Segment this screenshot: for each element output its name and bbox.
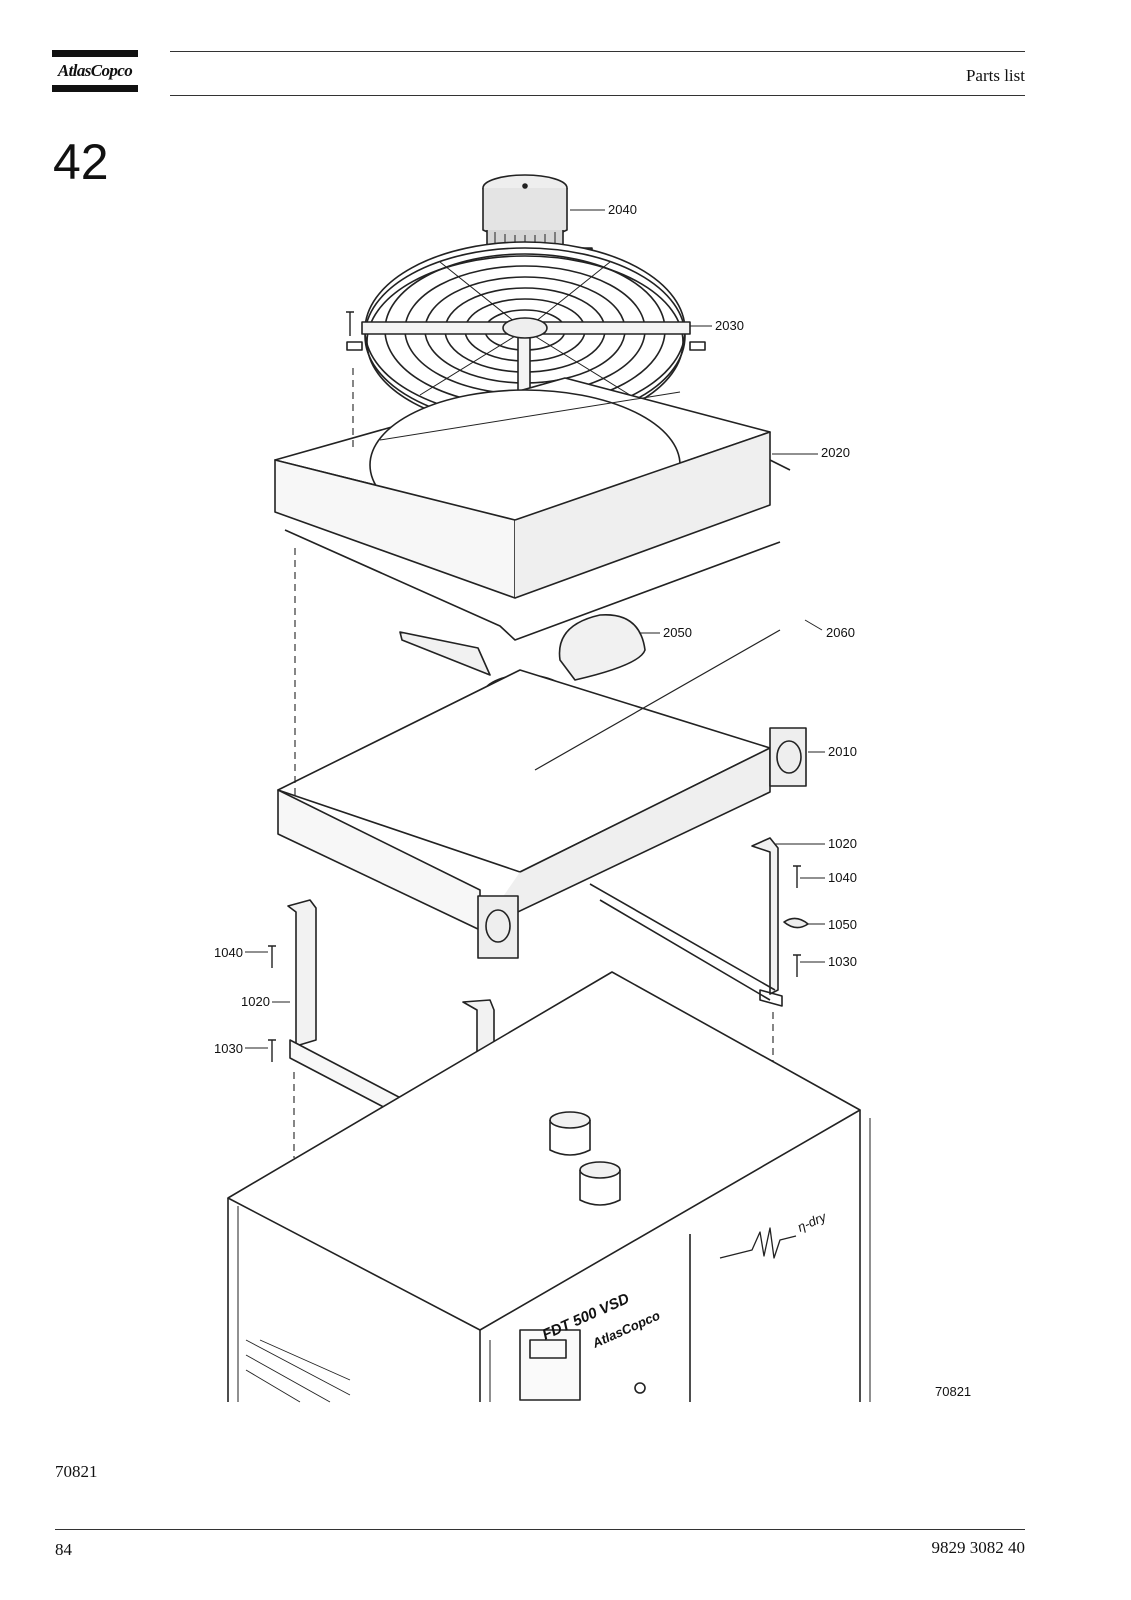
atlas-copco-logo: AtlasCopco (52, 50, 138, 94)
drawing-id: 70821 (935, 1384, 971, 1399)
callout-1030-left: 1030 (214, 1041, 243, 1056)
callout-1040-left: 1040 (214, 945, 243, 960)
callout-1040-right: 1040 (828, 870, 857, 885)
callout-2030: 2030 (715, 318, 744, 333)
callout-1030-right: 1030 (828, 954, 857, 969)
callout-2060: 2060 (826, 625, 855, 640)
logo-wordmark: AtlasCopco (57, 61, 133, 80)
callout-2040: 2040 (608, 202, 637, 217)
document-number: 9829 3082 40 (931, 1538, 1026, 1557)
callout-leaders (245, 209, 825, 1049)
logo-bar-bottom (52, 85, 138, 92)
panel-decal: η-dry (795, 1208, 830, 1234)
header-title: Parts list (965, 66, 1025, 85)
support-bracket-right (589, 837, 783, 1007)
section-number: 42 (53, 134, 109, 190)
footer-rule (55, 1529, 1025, 1530)
fan-guard (346, 241, 706, 451)
exploded-parts-drawing: 2040 2030 2020 2050 2060 2010 1020 1040 … (214, 174, 971, 1403)
callout-2050: 2050 (663, 625, 692, 640)
callout-1020-left: 1020 (241, 994, 270, 1009)
callout-1050: 1050 (828, 917, 857, 932)
condenser-frame (277, 629, 807, 959)
logo-bar-top (52, 50, 138, 57)
page-number: 84 (55, 1540, 72, 1559)
dryer-cabinet (227, 971, 871, 1403)
fan-shroud (274, 377, 791, 641)
callout-1020-right: 1020 (828, 836, 857, 851)
header-rule-top (170, 51, 1025, 52)
callout-2010: 2010 (828, 744, 857, 759)
header-rule-bottom (170, 95, 1025, 96)
callout-2020: 2020 (821, 445, 850, 460)
figure-code: 70821 (55, 1462, 98, 1481)
